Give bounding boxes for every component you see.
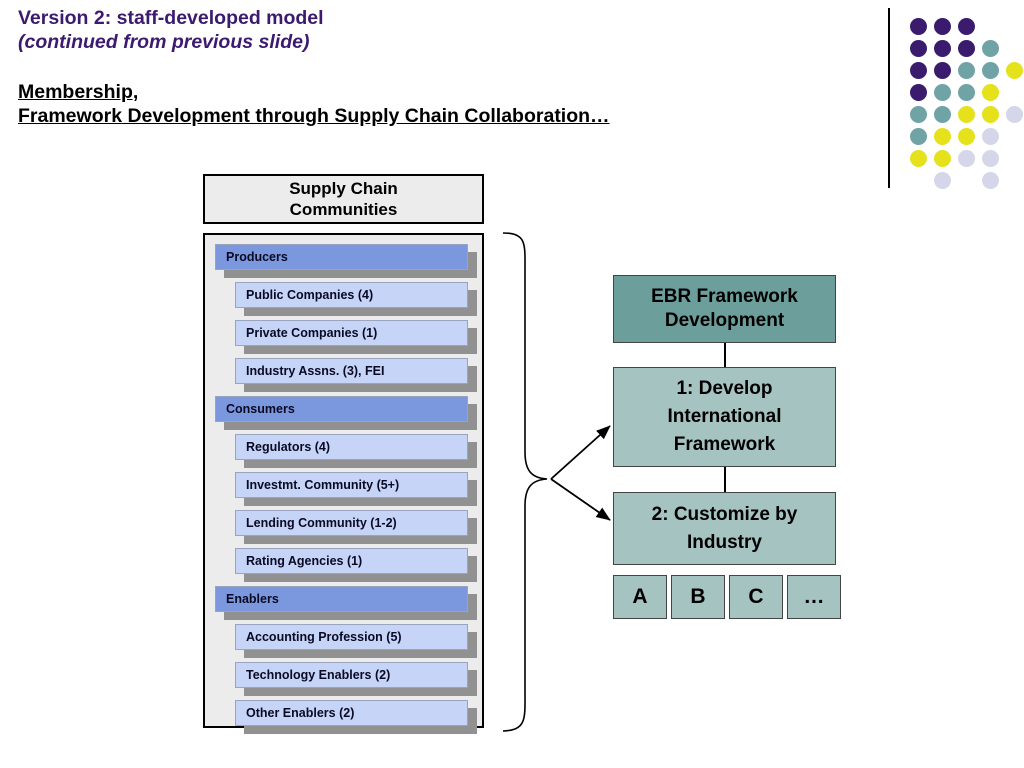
community-category-row[interactable]: Consumers [215, 396, 477, 430]
row-plate[interactable]: Producers [215, 244, 468, 270]
decor-dot [910, 84, 927, 101]
community-item-row[interactable]: Accounting Profession (5) [235, 624, 477, 658]
decor-dot [934, 106, 951, 123]
row-plate[interactable]: Enablers [215, 586, 468, 612]
community-category-row[interactable]: Enablers [215, 586, 477, 620]
industry-leaf-box[interactable]: C [729, 575, 783, 619]
grouping-brace-icon [502, 232, 548, 732]
decor-dot [910, 150, 927, 167]
row-label: Producers [226, 250, 288, 264]
decorative-dot-grid [888, 8, 1023, 189]
decor-dot [982, 172, 999, 189]
supply-chain-communities-header: Supply Chain Communities [203, 174, 484, 224]
row-label: Technology Enablers (2) [246, 668, 391, 682]
connector-step1-to-step2 [724, 467, 726, 492]
decor-dot [934, 40, 951, 57]
row-label: Lending Community (1-2) [246, 516, 397, 530]
decor-dot [982, 40, 999, 57]
decor-dot [934, 172, 951, 189]
decor-dot [934, 84, 951, 101]
decor-dot [910, 62, 927, 79]
community-item-row[interactable]: Public Companies (4) [235, 282, 477, 316]
subtitle-line-2: Framework Development through Supply Cha… [18, 105, 610, 127]
community-item-row[interactable]: Technology Enablers (2) [235, 662, 477, 696]
row-label: Private Companies (1) [246, 326, 378, 340]
community-item-row[interactable]: Private Companies (1) [235, 320, 477, 354]
row-plate[interactable]: Other Enablers (2) [235, 700, 468, 726]
row-label: Industry Assns. (3), FEI [246, 364, 385, 378]
decor-dot [910, 128, 927, 145]
row-label: Enablers [226, 592, 279, 606]
supply-chain-communities-title: Supply Chain Communities [289, 179, 398, 219]
decor-dot [982, 62, 999, 79]
row-plate[interactable]: Industry Assns. (3), FEI [235, 358, 468, 384]
row-plate[interactable]: Accounting Profession (5) [235, 624, 468, 650]
decor-dot [910, 40, 927, 57]
decor-dot [958, 128, 975, 145]
row-label: Other Enablers (2) [246, 706, 355, 720]
decor-dot [958, 106, 975, 123]
row-label: Investmt. Community (5+) [246, 478, 400, 492]
subtitle-line-1: Membership, [18, 81, 139, 103]
community-item-row[interactable]: Industry Assns. (3), FEI [235, 358, 477, 392]
decor-dot [982, 128, 999, 145]
decor-dot [982, 150, 999, 167]
ebr-framework-development-box[interactable]: EBR Framework Development [613, 275, 836, 343]
title-line-2: (continued from previous slide) [18, 31, 310, 53]
decor-dot [934, 128, 951, 145]
decor-dot [1006, 62, 1023, 79]
community-item-row[interactable]: Rating Agencies (1) [235, 548, 477, 582]
decor-dot [982, 84, 999, 101]
decor-dot [934, 18, 951, 35]
decor-dot [910, 18, 927, 35]
connector-root-to-step1 [724, 343, 726, 367]
vertical-divider-line [888, 8, 890, 188]
industry-leaf-box[interactable]: … [787, 575, 841, 619]
ebr-step-2-box[interactable]: 2: Customize by Industry [613, 492, 836, 565]
row-label: Regulators (4) [246, 440, 331, 454]
decor-dot [934, 62, 951, 79]
row-plate[interactable]: Consumers [215, 396, 468, 422]
row-plate[interactable]: Lending Community (1-2) [235, 510, 468, 536]
decor-dot [934, 150, 951, 167]
slide-subtitle-block: Membership, Framework Development throug… [18, 80, 858, 128]
industry-leaf-box[interactable]: B [671, 575, 725, 619]
row-plate[interactable]: Regulators (4) [235, 434, 468, 460]
row-plate[interactable]: Rating Agencies (1) [235, 548, 468, 574]
row-label: Rating Agencies (1) [246, 554, 363, 568]
row-plate[interactable]: Public Companies (4) [235, 282, 468, 308]
row-plate[interactable]: Private Companies (1) [235, 320, 468, 346]
industry-leaf-box[interactable]: A [613, 575, 667, 619]
flow-arrows [550, 425, 611, 521]
community-item-row[interactable]: Other Enablers (2) [235, 700, 477, 734]
row-label: Accounting Profession (5) [246, 630, 402, 644]
decor-dot [958, 40, 975, 57]
slide-title-block: Version 2: staff-developed model (contin… [18, 6, 858, 128]
decor-dot [1006, 106, 1023, 123]
row-plate[interactable]: Investmt. Community (5+) [235, 472, 468, 498]
decor-dot [910, 106, 927, 123]
row-label: Public Companies (4) [246, 288, 374, 302]
decor-dot [958, 18, 975, 35]
decor-dot [958, 84, 975, 101]
title-line-1: Version 2: staff-developed model [18, 7, 324, 29]
decor-dot [982, 106, 999, 123]
decor-dot [958, 150, 975, 167]
community-category-row[interactable]: Producers [215, 244, 477, 278]
row-label: Consumers [226, 402, 295, 416]
community-item-row[interactable]: Lending Community (1-2) [235, 510, 477, 544]
row-plate[interactable]: Technology Enablers (2) [235, 662, 468, 688]
community-item-row[interactable]: Investmt. Community (5+) [235, 472, 477, 506]
decor-dot [958, 62, 975, 79]
ebr-step-1-box[interactable]: 1: Develop International Framework [613, 367, 836, 467]
community-item-row[interactable]: Regulators (4) [235, 434, 477, 468]
